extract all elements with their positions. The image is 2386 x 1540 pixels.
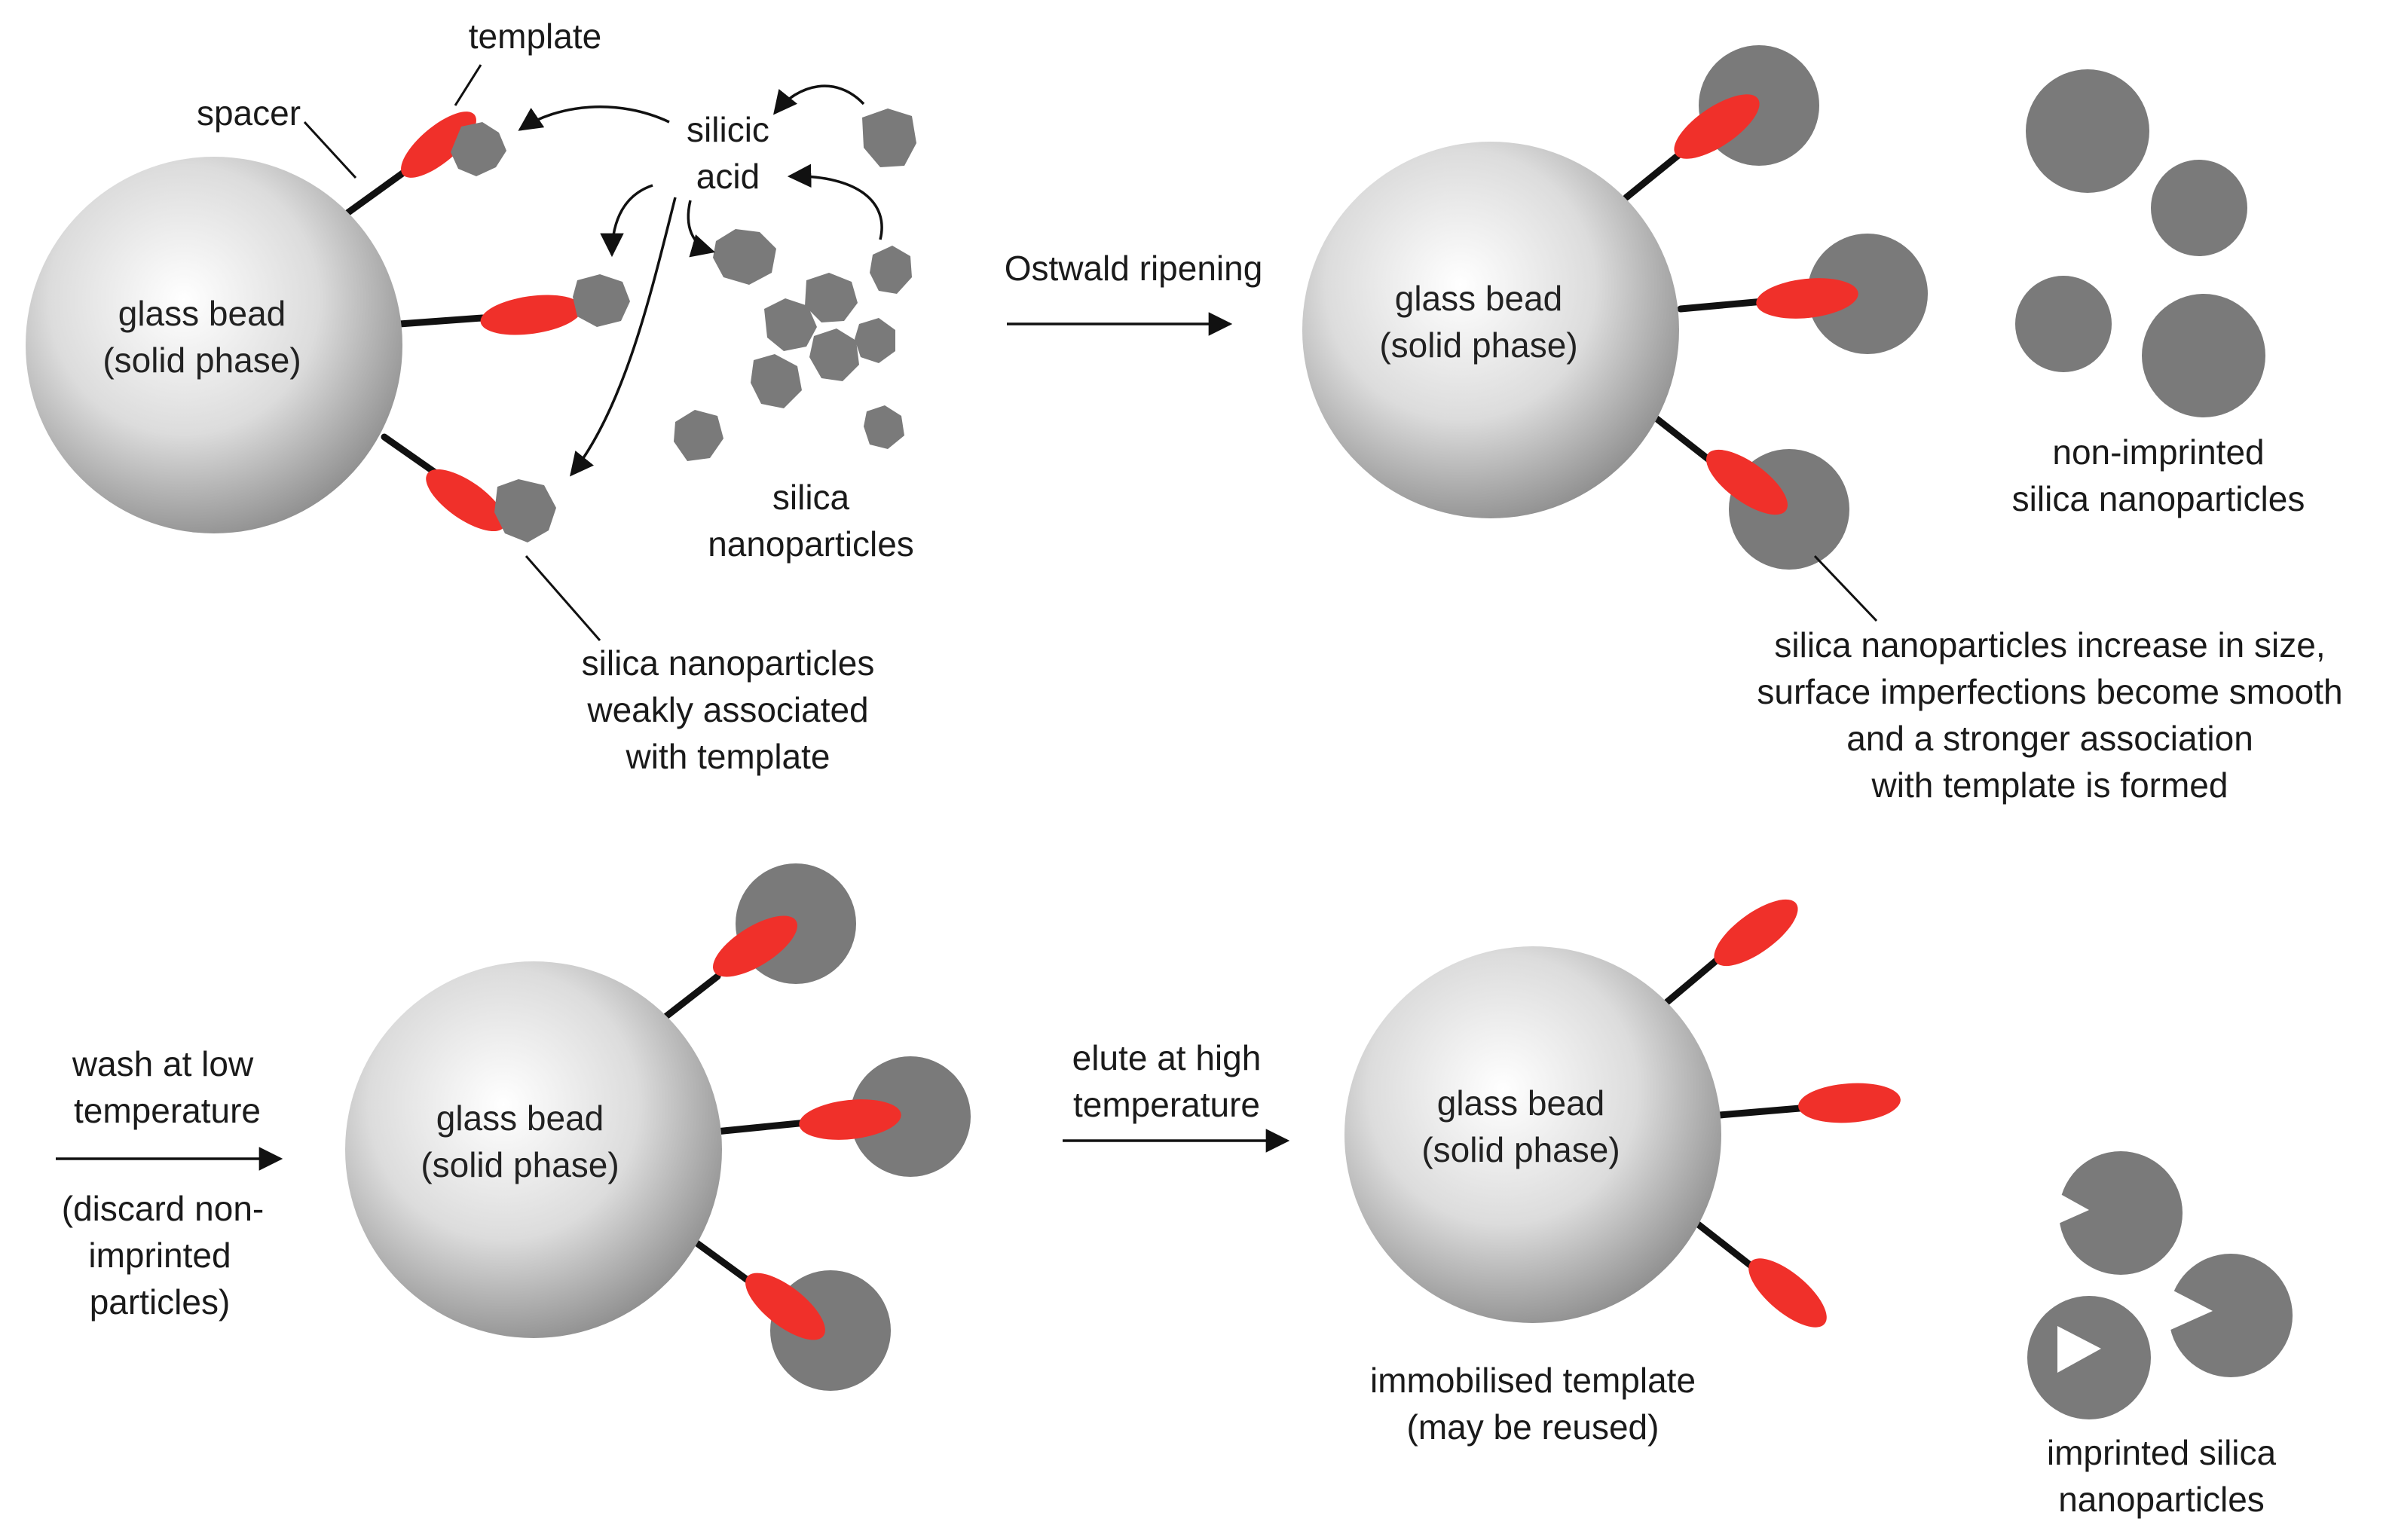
- glass-bead: [26, 157, 402, 533]
- bead-label-line2: (solid phase): [1421, 1130, 1620, 1169]
- bead-label-line1: glass bead: [1437, 1083, 1605, 1123]
- increase-note-leader-line: [1813, 555, 1878, 622]
- non-imprinted-nanoparticle: [2151, 160, 2247, 256]
- spacer-stick: [1716, 1104, 1812, 1119]
- template-ellipse: [745, 1273, 825, 1340]
- ostwald-ripening-label: Ostwald ripening: [1005, 249, 1263, 288]
- template-ellipse: [713, 915, 797, 977]
- spacer-stick: [1677, 298, 1767, 313]
- silica-nanoparticles-label-line2: nanoparticles: [708, 524, 914, 564]
- bead-label-line1: glass bead: [118, 294, 286, 333]
- silicic-acid-arrow: [600, 184, 653, 258]
- non-imprinted-label-line1: non-imprinted: [2052, 432, 2264, 472]
- silica-nanoparticle: [862, 108, 916, 167]
- ostwald-ripening-step: Ostwald ripening: [1005, 249, 1263, 336]
- elute-label-line1: elute at high: [1072, 1038, 1262, 1077]
- wash-label-line1: wash at low: [72, 1044, 254, 1083]
- template-ellipse: [426, 469, 506, 532]
- silica-nanoparticle: [1807, 234, 1928, 354]
- silica-nanoparticle: [855, 318, 895, 363]
- bead-label-line2: (solid phase): [102, 341, 301, 380]
- increase-note-line3: and a stronger association: [1846, 719, 2253, 758]
- weak-assoc-leader-line: [525, 555, 601, 641]
- silica-nanoparticle: [573, 274, 630, 327]
- silica-nanoparticle: [674, 410, 723, 461]
- template-ellipse: [1748, 1258, 1827, 1328]
- non-imprinted-label-line2: silica nanoparticles: [2012, 479, 2305, 518]
- spacer-stick: [1651, 414, 1715, 465]
- panel-2-ripened: glass bead (solid phase) non-imprinted s…: [1302, 45, 2343, 805]
- imprinted-label-line2: nanoparticles: [2058, 1480, 2265, 1519]
- silicic-acid-arrow: [518, 105, 670, 131]
- spacer-stick: [691, 1238, 754, 1286]
- elute-label-line2: temperature: [1073, 1085, 1260, 1124]
- silica-nanoparticle: [451, 122, 506, 176]
- spacer-stick: [712, 1119, 810, 1135]
- increase-note-line4: with template is formed: [1871, 765, 2228, 805]
- template-ellipse: [1798, 1083, 1901, 1123]
- template-ellipse: [1756, 278, 1858, 319]
- glass-bead: [1344, 946, 1721, 1323]
- wash-note-line1: (discard non-: [62, 1189, 264, 1228]
- non-imprinted-nanoparticle: [2142, 294, 2265, 417]
- imprinted-nanoparticle: [2059, 1151, 2183, 1275]
- silicic-acid-label-line2: acid: [696, 157, 760, 196]
- silica-nanoparticle: [850, 1056, 971, 1177]
- spacer-stick: [1663, 950, 1728, 1006]
- template-ellipse: [480, 295, 583, 335]
- wash-note-line2: imprinted: [88, 1236, 231, 1275]
- wash-note-line3: particles): [90, 1282, 231, 1322]
- template-ellipse: [1706, 449, 1788, 515]
- silicic-acid-label-line1: silicic: [687, 110, 769, 149]
- template-leader-line: [454, 64, 482, 106]
- silica-nanoparticle: [864, 405, 904, 449]
- panel-1-adsorption: glass bead (solid phase) templa: [26, 17, 916, 776]
- silica-nanoparticle: [751, 354, 802, 408]
- spacer-leader-line: [303, 121, 357, 179]
- bead-label-line1: glass bead: [1395, 279, 1563, 318]
- increase-note-line1: silica nanoparticles increase in size,: [1774, 625, 2325, 665]
- silicic-acid-arrow: [687, 200, 716, 258]
- imprinted-nanoparticle: [2027, 1296, 2151, 1419]
- bead-label-line2: (solid phase): [421, 1145, 619, 1184]
- silica-nanoparticle: [870, 246, 912, 294]
- silica-nanoparticles-label-line1: silica: [772, 478, 850, 517]
- template-ellipse: [1714, 899, 1798, 967]
- silicic-acid-arrow: [787, 163, 883, 240]
- silica-nanoparticle: [713, 229, 776, 285]
- immobilised-label-line2: (may be reused): [1407, 1407, 1659, 1447]
- template-ellipse: [799, 1099, 901, 1140]
- silica-nanoparticle: [805, 273, 858, 322]
- spacer-stick: [396, 314, 486, 328]
- silica-nanoparticle: [809, 328, 859, 381]
- spacer-stick: [659, 973, 721, 1022]
- template-ellipse: [1674, 94, 1760, 159]
- spacer-label: spacer: [197, 93, 301, 133]
- imprinted-nanoparticle: [2169, 1254, 2293, 1377]
- non-imprinted-nanoparticle: [2015, 276, 2112, 372]
- silica-nanoparticle: [764, 298, 817, 351]
- panel-4-elute: elute at high temperature glass bead (so…: [1063, 899, 2293, 1519]
- silicic-acid-arrow: [773, 84, 865, 115]
- silicic-acid-arrow: [570, 197, 677, 477]
- increase-note-line2: surface imperfections become smooth: [1757, 672, 2342, 711]
- weak-assoc-label-line1: silica nanoparticles: [582, 643, 875, 683]
- template-label: template: [469, 17, 601, 56]
- glass-bead: [345, 961, 722, 1338]
- bead-label-line1: glass bead: [436, 1098, 604, 1138]
- weak-assoc-label-line3: with template: [625, 737, 830, 776]
- immobilised-label-line1: immobilised template: [1370, 1361, 1696, 1400]
- template-ellipse: [401, 112, 476, 178]
- spacer-stick: [1693, 1220, 1757, 1271]
- non-imprinted-nanoparticle: [2026, 69, 2149, 193]
- silica-nanoparticle: [494, 479, 556, 542]
- bead-label-line2: (solid phase): [1379, 325, 1577, 365]
- panel-3-wash: wash at low temperature (discard non- im…: [56, 863, 971, 1391]
- wash-label-line2: temperature: [74, 1091, 261, 1130]
- imprinted-label-line1: imprinted silica: [2047, 1433, 2277, 1472]
- weak-assoc-label-line2: weakly associated: [586, 690, 868, 729]
- glass-bead: [1302, 142, 1679, 518]
- spacer-stick: [1623, 148, 1686, 201]
